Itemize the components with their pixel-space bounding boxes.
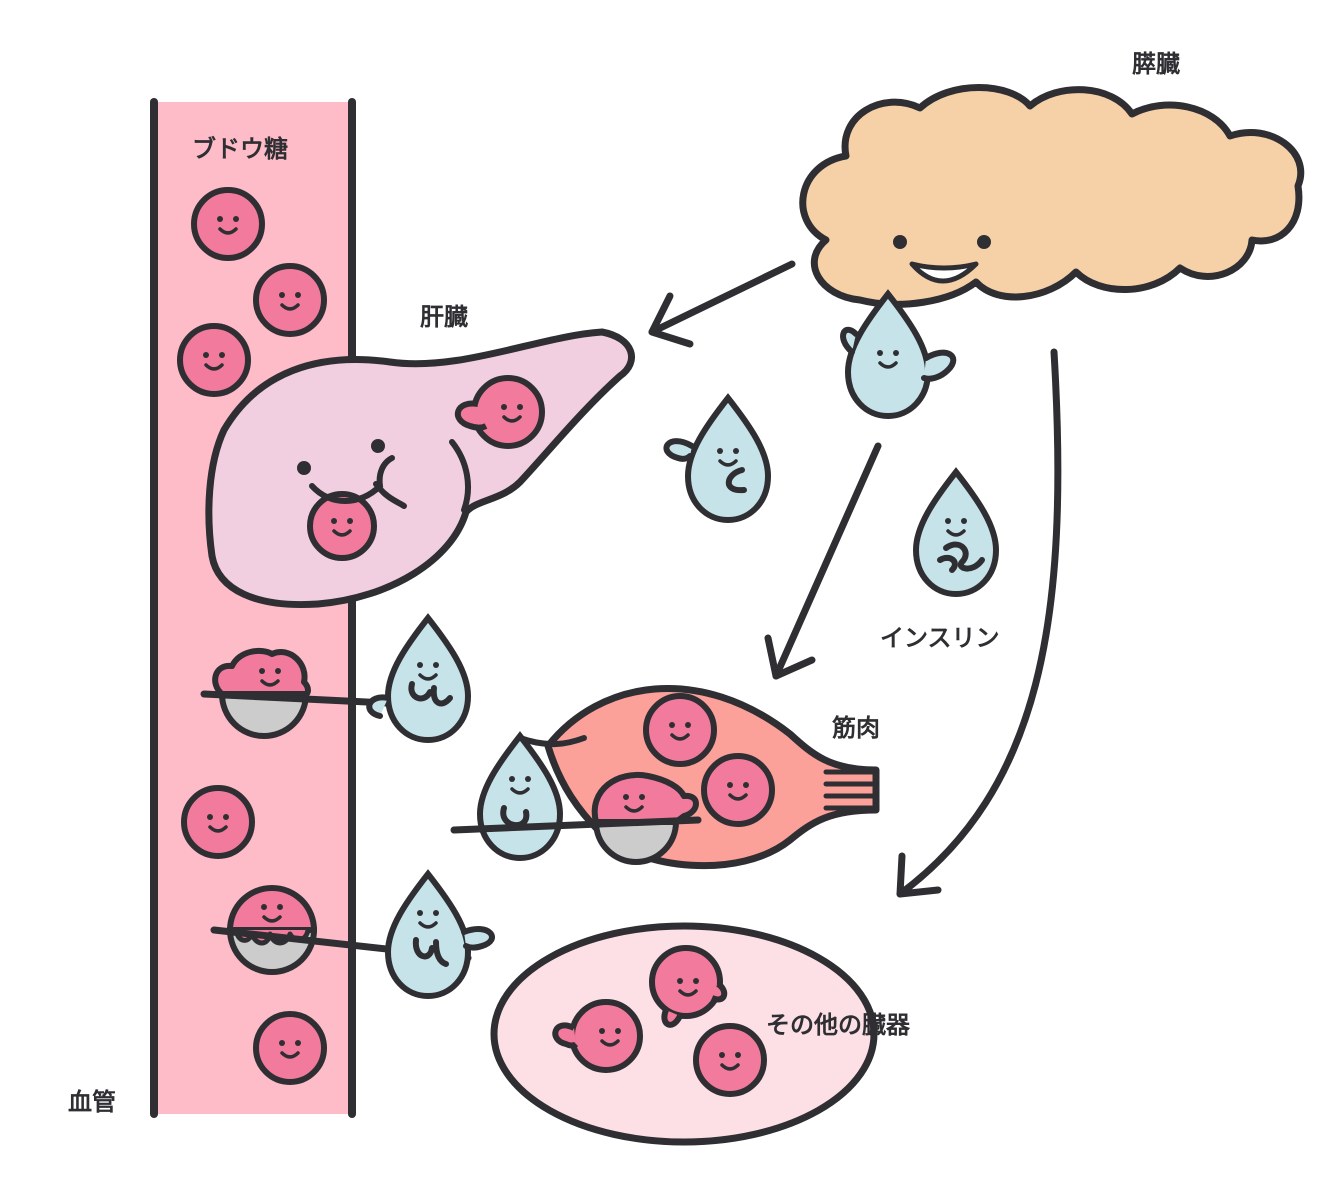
label-insulin: インスリン — [880, 624, 1000, 652]
label-muscle: 筋肉 — [832, 714, 880, 742]
label-pancreas: 膵臓 — [1132, 50, 1180, 78]
arrows — [648, 260, 1062, 898]
glucose-molecule — [194, 190, 262, 258]
glucose-molecule — [180, 326, 248, 394]
arrow-pancreas-to-other-organs — [896, 348, 1062, 898]
insulin-drop — [366, 618, 468, 740]
transporter-bar — [450, 816, 702, 834]
glucose-molecule — [696, 1026, 764, 1094]
glucose-transporter — [200, 647, 452, 739]
glucose-molecule — [307, 491, 377, 561]
other-organs — [490, 922, 878, 1146]
glucose-molecule — [184, 788, 252, 856]
glucose-molecule — [454, 375, 545, 449]
glucose-molecule — [646, 696, 714, 764]
liver — [205, 328, 636, 609]
label-other-organs: その他の臓器 — [766, 1011, 910, 1039]
label-glucose: ブドウ糖 — [192, 135, 288, 163]
glucose-molecule — [256, 1014, 324, 1082]
insulin-drop — [388, 874, 495, 996]
arrow-insulin-to-muscle — [772, 442, 882, 680]
label-liver: 肝臓 — [420, 303, 468, 331]
insulin-drop — [840, 294, 957, 416]
arrowhead — [764, 634, 816, 680]
muscle — [517, 684, 880, 870]
label-blood-vessel: 血管 — [68, 1088, 116, 1116]
glucose-molecule — [704, 756, 772, 824]
glucose-molecule — [256, 266, 324, 334]
glucose-transporter — [210, 885, 472, 975]
glucose-molecule — [649, 945, 728, 1028]
arrow-pancreas-to-liver — [648, 260, 796, 336]
pancreas — [799, 84, 1305, 308]
insulin-drop — [663, 398, 768, 520]
arrowhead — [896, 852, 942, 898]
insulin-drop — [916, 472, 996, 594]
glucose-molecule — [552, 999, 643, 1073]
arrowhead — [648, 292, 694, 348]
